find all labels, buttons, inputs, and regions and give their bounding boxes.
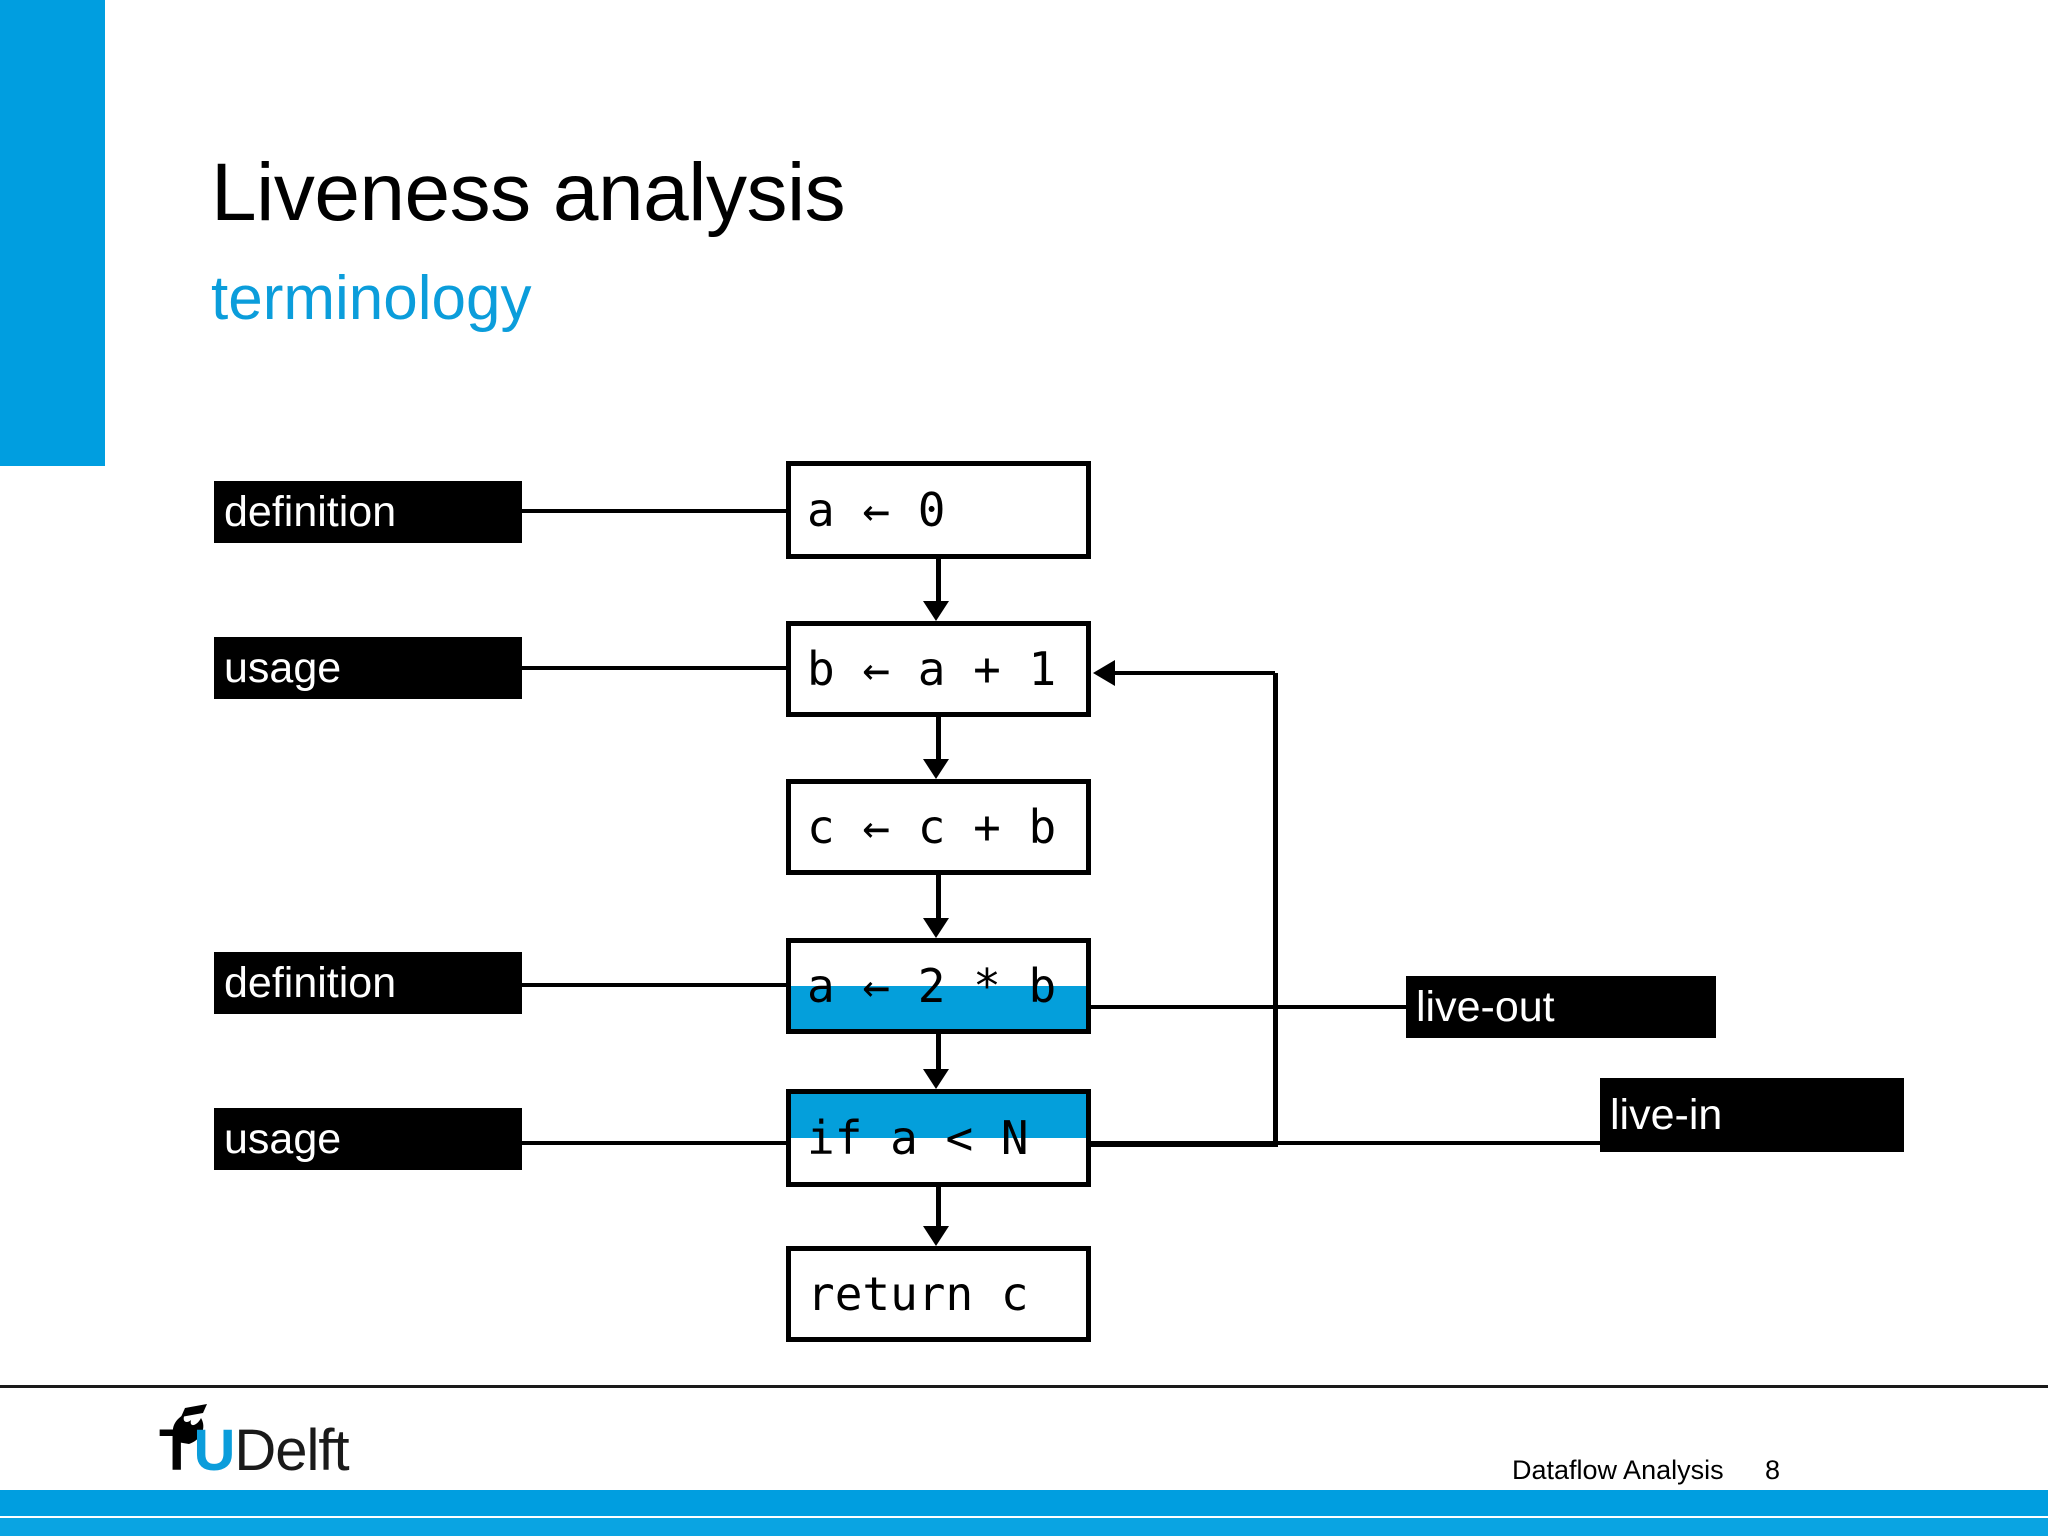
flame-icon [172,1404,207,1444]
leader-definition-1 [522,509,786,513]
cfg-block-assign-b: b ← a + 1 [786,621,1091,717]
logo-letter-u: U [193,1418,235,1483]
edge-b4-b5 [936,1034,941,1069]
cfg-block-code: a ← 0 [807,483,946,537]
leader-live-in [1091,1141,1604,1145]
tag-usage-2: usage [214,1108,522,1170]
cfg-block-assign-c: c ← c + b [786,779,1091,875]
logo-wordmark: TUDelft [159,1422,350,1480]
cfg-block-code: a ← 2 * b [807,959,1057,1013]
liveness-highlight-bottom [791,986,1086,1029]
tag-label: definition [224,487,397,536]
footer-page-number: 8 [1765,1455,1781,1485]
edge-b2-b3 [936,717,941,759]
tag-definition-1: definition [214,481,522,543]
edge-b3-b4-arrowhead [923,918,949,938]
liveness-highlight-top [791,1094,1086,1138]
cfg-block-code: c ← c + b [807,800,1057,854]
edge-b4-b5-arrowhead [923,1069,949,1089]
cfg-block-return: return c [786,1246,1091,1342]
page-title: Liveness analysis [211,147,846,238]
cfg-block-code: if a < N [807,1111,1029,1165]
tag-label: live-out [1416,982,1555,1031]
back-edge-vertical-segment [1273,673,1278,1147]
footer-course-title: Dataflow Analysis [1512,1455,1724,1485]
leader-usage-2 [522,1141,786,1145]
tag-usage-1: usage [214,637,522,699]
back-edge-top-segment [1115,671,1275,675]
tag-label: usage [224,1114,342,1163]
page-subtitle: terminology [211,264,532,333]
cfg-block-code: b ← a + 1 [807,642,1057,696]
back-edge-bottom-segment [1091,1143,1278,1147]
left-accent-bar [0,0,105,466]
logo-letter-t: T [159,1418,194,1483]
tag-definition-2: definition [214,952,522,1014]
bottom-accent-bar-primary [0,1490,2048,1516]
logo-word-delft: Delft [234,1418,349,1483]
cfg-block-code: return c [807,1267,1029,1321]
leader-live-out [1091,1005,1410,1009]
tag-label: definition [224,958,397,1007]
bottom-accent-bar-secondary [0,1518,2048,1536]
leader-usage-1 [522,666,786,670]
edge-b5-b6-arrowhead [923,1226,949,1246]
edge-b1-b2 [936,559,941,603]
cfg-block-assign-a-2b: a ← 2 * b [786,938,1091,1034]
edge-b1-b2-arrowhead [923,601,949,621]
edge-b2-b3-arrowhead [923,759,949,779]
edge-b5-b6 [936,1187,941,1226]
leader-definition-2 [522,983,786,987]
back-edge-arrowhead [1093,660,1115,686]
footer-divider [0,1385,2048,1388]
tag-label: live-in [1610,1090,1723,1139]
cfg-block-branch-if: if a < N [786,1089,1091,1187]
tag-live-out: live-out [1406,976,1716,1038]
cfg-block-assign-a-0: a ← 0 [786,461,1091,559]
tag-live-in: live-in [1600,1078,1904,1152]
tag-label: usage [224,643,342,692]
edge-b3-b4 [936,875,941,918]
